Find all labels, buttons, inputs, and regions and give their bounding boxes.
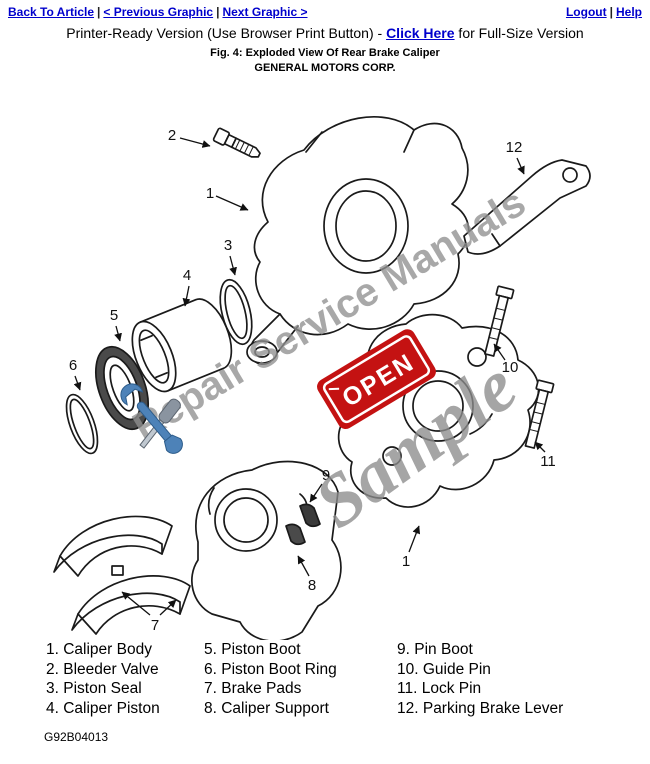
separator: | [216,5,220,19]
callout-label: 10 [502,359,519,376]
wrench-icon [120,383,183,454]
lock-pin-part [524,379,555,449]
callout-label: 6 [69,357,77,374]
bleeder-valve-part [212,127,261,158]
legend-item: 7. Brake Pads [204,680,302,697]
top-navigation: Back To Article|< Previous Graphic|Next … [0,0,650,21]
nav-right: Logout|Help [566,5,642,19]
exploded-diagram: 2 1 12 3 4 5 6 10 9 11 1 8 7 Repair Serv… [53,116,591,640]
legend-item: 12. Parking Brake Lever [397,699,564,717]
legend-item: 4. Caliper Piston [46,699,160,717]
guide-pin-part [484,285,515,357]
figure-code: G92B04013 [44,730,109,744]
callout-labels: 2 1 12 3 4 5 6 10 9 11 1 8 7 [69,127,556,634]
legend-item: 1. Caliper Body [46,641,152,658]
separator: | [97,5,101,19]
back-to-article-link[interactable]: Back To Article [8,5,95,19]
callout-label: 5 [110,307,118,324]
logout-link[interactable]: Logout [565,5,607,19]
callout-label: 2 [168,127,176,144]
callout-label: 1 [206,185,214,202]
brake-pads-part [53,515,191,635]
click-here-link[interactable]: Click Here [386,25,455,41]
callout-label: 4 [183,267,191,284]
separator: | [609,5,613,19]
legend-item: 3. Piston Seal [46,680,142,697]
legend-item: 2. Bleeder Valve [46,660,159,678]
legend-item: 10. Guide Pin [397,660,491,678]
legend-item: 9. Pin Boot [397,641,473,658]
callout-leaders [73,137,546,616]
figure-title: Fig. 4: Exploded View Of Rear Brake Cali… [210,47,440,59]
nav-left: Back To Article|< Previous Graphic|Next … [8,5,308,19]
piston-boot-part [95,345,149,431]
legend-column-1: 1. Caliper Body 2. Bleeder Valve 3. Pist… [46,640,204,718]
callout-label: 1 [402,553,410,570]
printer-text-before: Printer-Ready Version (Use Browser Print… [66,25,387,41]
pin-boot-part [285,503,321,546]
legend-column-3: 9. Pin Boot 10. Guide Pin 11. Lock Pin 1… [397,640,650,718]
callout-label: 9 [322,467,330,484]
legend-item: 8. Caliper Support [204,699,329,717]
wrench-tool-icon [120,383,183,454]
previous-graphic-link[interactable]: < Previous Graphic [103,5,214,19]
parts-legend: 1. Caliper Body 2. Bleeder Valve 3. Pist… [0,640,650,718]
diagram-area: 2 1 12 3 4 5 6 10 9 11 1 8 7 Repair Serv… [0,74,650,640]
printer-ready-line: Printer-Ready Version (Use Browser Print… [0,21,650,43]
callout-label: 8 [308,577,316,594]
printer-text-after: for Full-Size Version [454,25,584,41]
figure-company: GENERAL MOTORS CORP. [254,62,396,74]
piston-boot-ring-part [65,393,99,455]
callout-label: 12 [506,139,523,156]
caliper-body-part [246,116,470,365]
legend-item: 6. Piston Boot Ring [204,660,337,678]
callout-label: 11 [540,453,556,470]
callout-label: 3 [224,237,232,254]
parking-brake-lever-part [463,159,591,255]
legend-column-2: 5. Piston Boot 6. Piston Boot Ring 7. Br… [204,640,397,718]
next-graphic-link[interactable]: Next Graphic > [222,5,308,19]
legend-item: 5. Piston Boot [204,641,301,658]
legend-item: 11. Lock Pin [397,680,482,697]
piston-seal-part [219,278,253,346]
caliper-piston-part [131,298,233,393]
help-link[interactable]: Help [615,5,642,19]
callout-label: 7 [151,617,159,634]
